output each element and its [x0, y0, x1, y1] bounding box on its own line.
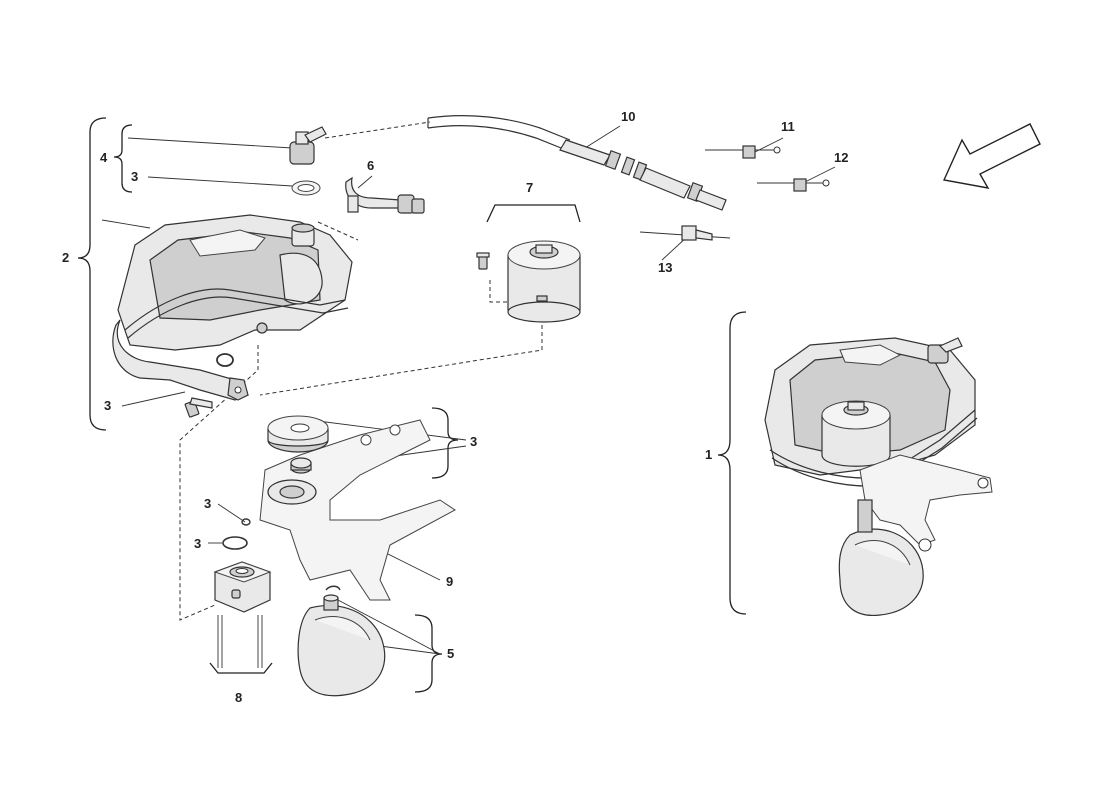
assembly-dashed-lines: [179, 121, 543, 621]
callout-7: 7: [526, 180, 533, 195]
accumulator-oring: [325, 585, 341, 591]
callout-2: 2: [62, 250, 69, 265]
reservoir-oring: [216, 353, 234, 367]
small-oring: [241, 518, 251, 526]
pump-motor: [507, 240, 581, 323]
valve-block: [213, 561, 272, 668]
callout-8: 8: [235, 690, 242, 705]
brace-1: [717, 311, 747, 615]
callout-10: 10: [621, 109, 635, 124]
callout-3-right: 3: [470, 434, 477, 449]
pressure-hose: [427, 115, 727, 211]
callout-3-bolt: 3: [104, 398, 111, 413]
brace-3-right: [431, 407, 459, 479]
hose-fitting: [345, 176, 425, 214]
reservoir: [112, 214, 353, 401]
callout-1: 1: [705, 447, 712, 462]
callout-3-oring-large: 3: [194, 536, 201, 551]
brace-2: [77, 117, 107, 431]
callout-3-washer: 3: [131, 169, 138, 184]
callout-4: 4: [100, 150, 108, 165]
bracket-plug: [290, 457, 312, 474]
callout-13: 13: [658, 260, 672, 275]
large-oring: [222, 536, 248, 550]
complete-assembly: [764, 337, 993, 617]
callout-11: 11: [781, 119, 795, 134]
brace-7: [486, 204, 581, 223]
pressure-accumulator: [297, 594, 386, 697]
arrow-down-left-icon: [942, 123, 1041, 189]
brace-4: [113, 124, 133, 193]
bleed-fitting: [289, 126, 327, 165]
callout-5: 5: [447, 646, 454, 661]
cable-tie: [639, 225, 731, 241]
clip-11: [705, 145, 781, 159]
clip-12: [757, 178, 830, 192]
brace-8: [209, 662, 273, 674]
callout-6: 6: [367, 158, 374, 173]
pump-screw: [476, 252, 490, 270]
reservoir-bolt: [184, 397, 213, 418]
callout-9: 9: [446, 574, 453, 589]
brace-5: [414, 614, 443, 693]
callout-12: 12: [834, 150, 848, 165]
callout-3-oring-small: 3: [204, 496, 211, 511]
damper-disc: [267, 415, 329, 453]
